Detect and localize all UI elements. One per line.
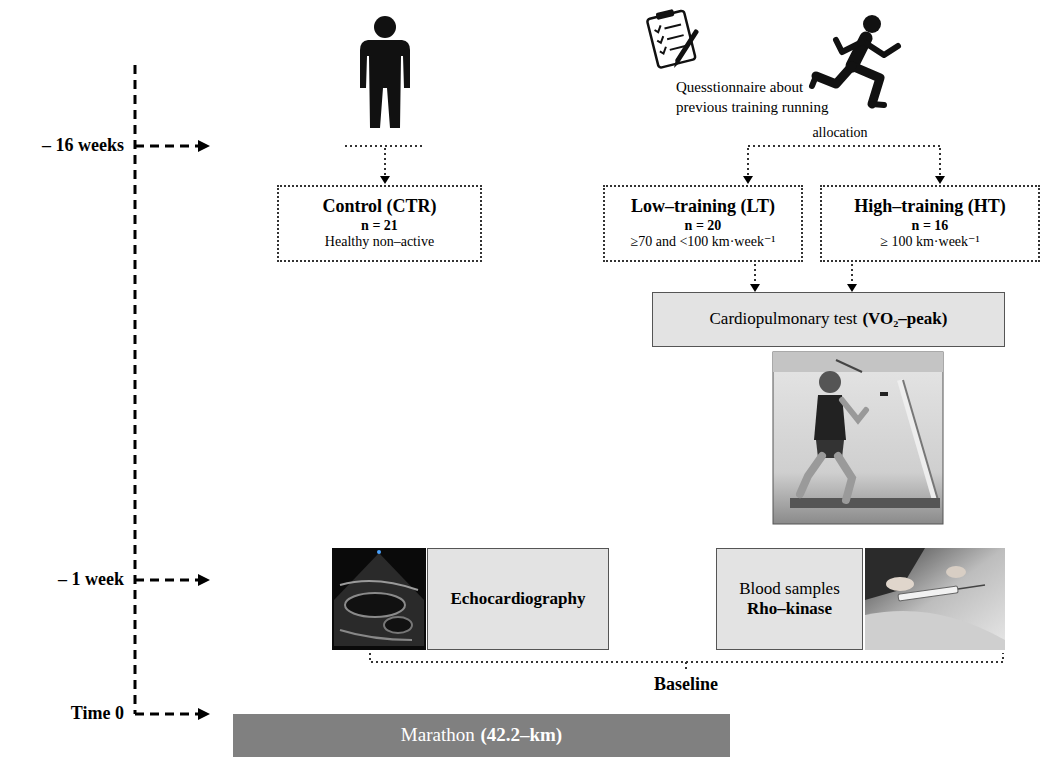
time-label: – 1 week [0,569,124,590]
control-allocation-line [345,146,422,176]
timeline [135,65,200,714]
group-box: Control (CTR)n = 21Healthy non–active [277,185,482,262]
step-label: allocation [790,125,890,141]
box-heading: Echocardiography [450,589,585,609]
box-heading: Cardiopulmonary test [710,309,858,328]
blood-sample-photo [865,548,1005,650]
box-content: Marathon(42.2–km) [401,724,562,747]
arrowhead [380,176,390,184]
baseline-bracket [370,653,1003,672]
person-silhouette [360,16,410,128]
treadmill-photo [773,352,943,524]
box-content: Low–training (LT)n = 20≥70 and <100 km·w… [631,196,776,251]
time-label: – 16 weeks [0,135,124,156]
box-content: Control (CTR)n = 21Healthy non–active [322,196,436,251]
box-text: (VO₂–peak) [862,309,947,328]
box-text: n = 16 [854,218,1006,235]
time-label: Time 0 [0,703,124,724]
box-content: Cardiopulmonary test(VO₂–peak) [710,309,948,329]
box-content: Blood samplesRho–kinase [739,579,840,620]
test-box: Cardiopulmonary test(VO₂–peak) [652,292,1005,347]
box-text: n = 20 [631,218,776,235]
box-heading: Blood samples [739,579,840,599]
box-heading: Low–training (LT) [631,196,776,218]
runner-silhouette [812,38,898,105]
box-heading: High–training (HT) [854,196,1006,218]
box-heading: Control (CTR) [322,196,436,218]
test-box: Echocardiography [427,548,609,650]
box-text: ≥70 and <100 km·week⁻¹ [631,234,776,251]
dotted-arrow [750,264,760,292]
arrowhead [935,176,945,184]
box-content: High–training (HT)n = 16≥ 100 km·week⁻¹ [854,196,1006,251]
clipboard-icon [646,6,696,68]
phase-label: Baseline [606,674,766,695]
runner-head [863,15,881,33]
arrowhead [743,176,753,184]
box-text: ≥ 100 km·week⁻¹ [854,234,1006,251]
allocation-bracket [748,146,940,176]
group-box: High–training (HT)n = 16≥ 100 km·week⁻¹ [820,185,1040,262]
box-text: Healthy non–active [322,234,436,251]
box-content: Echocardiography [450,589,585,609]
event-bar: Marathon(42.2–km) [233,714,730,757]
box-text: (42.2–km) [480,724,562,745]
timeline-arrowheads [198,140,210,720]
box-heading: Marathon [401,724,475,745]
box-text: Rho–kinase [739,599,840,619]
pen-icon [674,32,696,68]
box-text: n = 21 [322,218,436,235]
echocardiogram-image [332,548,426,650]
test-box: Blood samplesRho–kinase [716,548,863,650]
group-box: Low–training (LT)n = 20≥70 and <100 km·w… [603,185,803,262]
dotted-arrow [847,264,857,292]
note-text: Quesstionnaire about previous training r… [676,78,836,117]
